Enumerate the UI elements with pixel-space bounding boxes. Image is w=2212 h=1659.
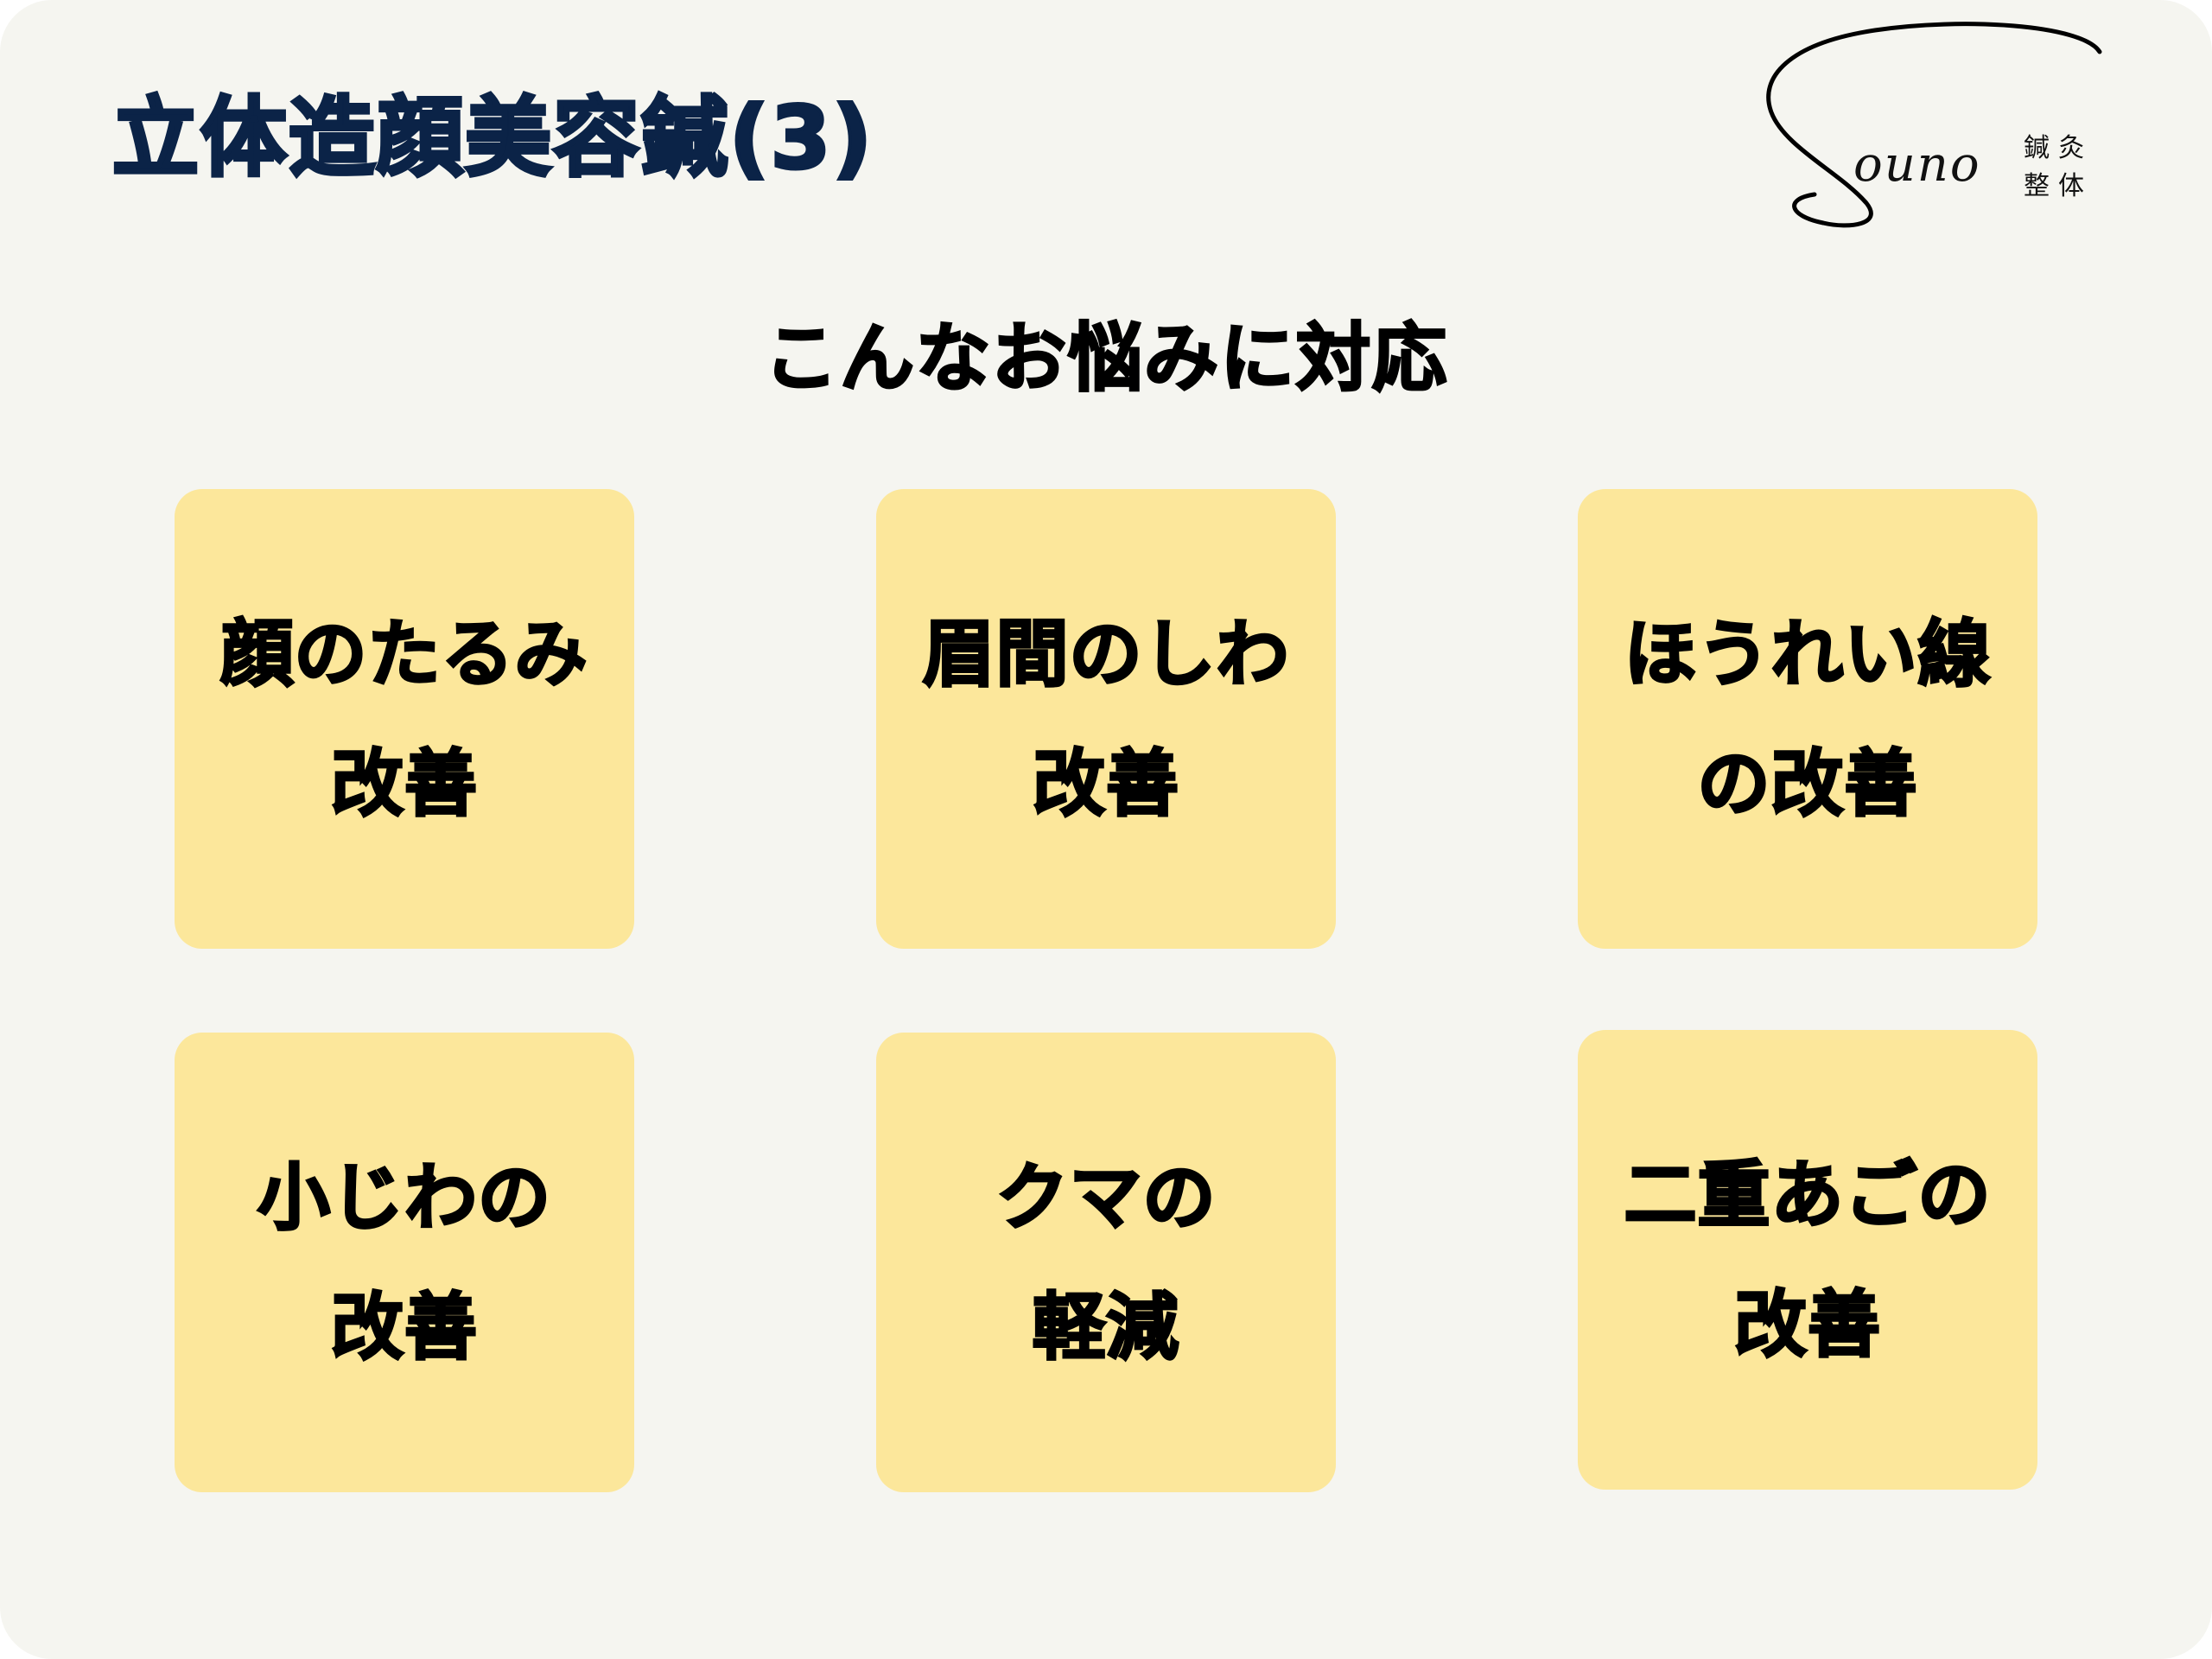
- logo-kanji-char: 体: [2058, 171, 2084, 201]
- logo-kanji-char: 灸: [2058, 133, 2084, 163]
- section-heading: こんなお悩みに対応: [763, 315, 1448, 404]
- logo: ouno 鍼 灸 整 体: [1754, 17, 2117, 242]
- card-line-2: 改善: [329, 1284, 478, 1371]
- card-line-1: ほうれい線: [1623, 611, 1992, 698]
- card-line-1: 眉間のしわ: [921, 611, 1290, 698]
- page-title: 立体造顔美容鍼(3): [111, 86, 874, 190]
- card-line-1: クマの: [995, 1154, 1217, 1242]
- concern-card-fine-wrinkles[interactable]: 小じわの 改善: [175, 1033, 634, 1492]
- logo-swash-icon: [1766, 22, 2102, 228]
- card-line-2: の改善: [1696, 741, 1918, 828]
- concern-card-dark-circles[interactable]: クマの 軽減: [876, 1033, 1336, 1492]
- card-line-1: 小じわの: [256, 1154, 551, 1242]
- concern-card-double-chin[interactable]: 二重あごの 改善: [1578, 1030, 2037, 1490]
- concern-card-frown-lines[interactable]: 眉間のしわ 改善: [876, 489, 1336, 949]
- logo-kanji-char: 鍼: [2024, 133, 2050, 163]
- card-line-2: 改善: [1732, 1281, 1881, 1369]
- logo-wordmark: ouno: [1853, 137, 1981, 193]
- concern-card-sagging[interactable]: 顔のたるみ 改善: [175, 489, 634, 949]
- card-line-2: 改善: [1031, 741, 1179, 828]
- card-line-2: 軽減: [1031, 1284, 1179, 1371]
- card-line-1: 顔のたるみ: [219, 611, 588, 698]
- concern-card-nasolabial[interactable]: ほうれい線 の改善: [1578, 489, 2037, 949]
- card-line-1: 二重あごの: [1623, 1152, 1992, 1239]
- logo-kanji: 鍼 灸 整 体: [2024, 130, 2093, 206]
- card-line-2: 改善: [329, 741, 478, 828]
- logo-kanji-char: 整: [2024, 171, 2050, 201]
